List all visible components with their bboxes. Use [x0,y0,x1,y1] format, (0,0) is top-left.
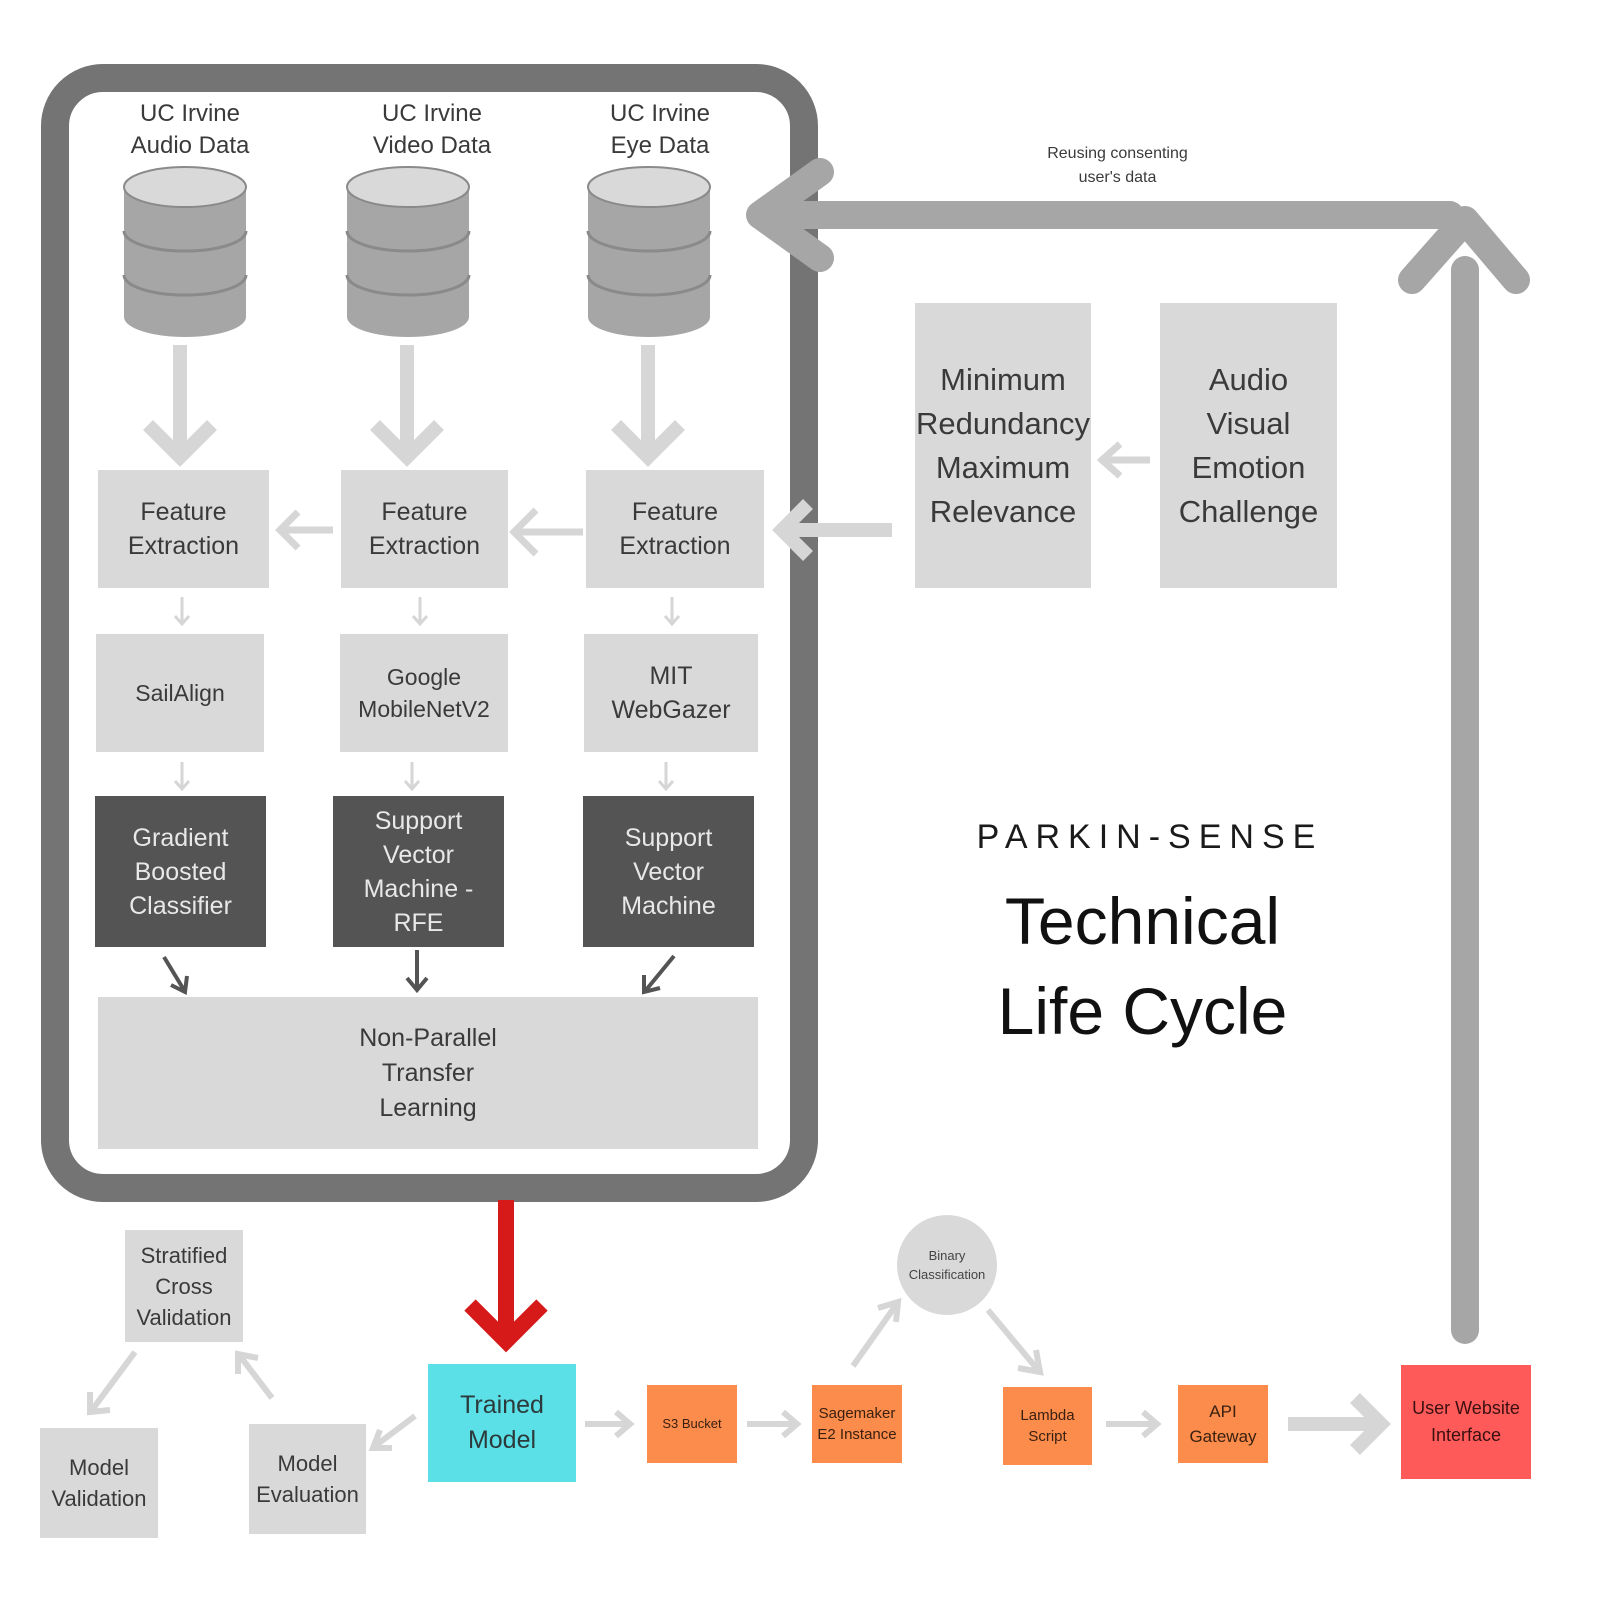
sagemaker-box: Sagemaker E2 Instance [812,1385,902,1463]
avec-box: Audio Visual Emotion Challenge [1160,303,1337,588]
user-website-box: User Website Interface [1401,1365,1531,1479]
ui-arrow [1288,1393,1391,1455]
pipeline-arrows [87,1297,1162,1451]
model-evaluation-box: Model Evaluation [249,1424,366,1534]
video-database-icon [345,165,471,339]
video-data-label: UC Irvine Video Data [372,100,492,159]
gradient-boosted-box: Gradient Boosted Classifier [95,796,266,947]
brand-logo-text: PARKIN-SENSE [976,818,1324,856]
reuse-data-loop-arrow [746,158,1530,1344]
page-title: Technical Life Cycle [997,884,1288,1048]
audio-database-icon [122,165,248,339]
svm-rfe-box: Support Vector Machine - RFE [333,796,504,947]
svm-box: Support Vector Machine [583,796,754,947]
mobilenet-box: Google MobileNetV2 [340,634,508,752]
model-validation-box: Model Validation [40,1428,158,1538]
stratified-cv-box: Stratified Cross Validation [125,1230,243,1342]
s3-bucket-box: S3 Bucket [647,1385,737,1463]
sailalign-box: SailAlign [96,634,264,752]
small-down-arrows [173,597,681,792]
webgazer-box: MIT WebGazer [584,634,758,752]
feature-link-arrows [275,441,1150,557]
transfer-learning-box: Non-Parallel Transfer Learning [98,997,758,1149]
audio-data-label: UC Irvine Audio Data [130,100,250,159]
model-training-frame [41,64,818,1202]
trained-model-box: Trained Model [428,1364,576,1482]
eye-feature-extraction: Feature Extraction [586,470,764,588]
eye-database-icon [586,165,712,339]
mrmr-to-feature-arrow [772,499,892,561]
trained-model-arrow [464,1200,548,1353]
eye-data-label: UC Irvine Eye Data [609,100,711,159]
binary-classification-circle: Binary Classification [897,1215,997,1315]
video-feature-extraction: Feature Extraction [341,470,508,588]
classifier-to-transfer-arrows [162,950,676,996]
mrmr-box: Minimum Redundancy Maximum Relevance [915,303,1091,588]
db-to-feature-arrows [143,345,685,467]
api-gateway-box: API Gateway [1178,1385,1268,1463]
lambda-script-box: Lambda Script [1003,1387,1092,1465]
audio-feature-extraction: Feature Extraction [98,470,269,588]
reuse-note: Reusing consenting user's data [1047,145,1188,186]
